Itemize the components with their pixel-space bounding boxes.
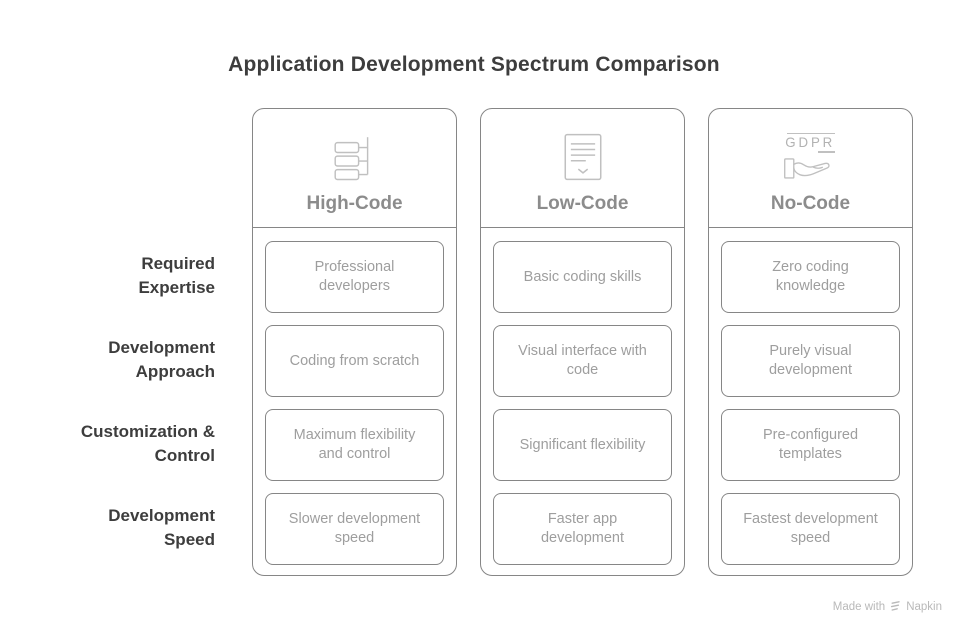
gdpr-sub-line <box>817 151 835 153</box>
page-title: Application Development Spectrum Compari… <box>228 53 720 76</box>
comparison-cell: Fastest development speed <box>721 493 900 565</box>
row-label-development-approach: Development Approach <box>108 338 215 381</box>
cell-text: Purely visual development <box>768 343 853 378</box>
column-cells: Professional developers Coding from scra… <box>253 228 456 577</box>
comparison-cell: Coding from scratch <box>265 325 444 397</box>
cell-text: Pre-configured templates <box>762 427 859 462</box>
cell-text: Fastest development speed <box>743 511 878 546</box>
attribution-brand: Napkin <box>906 600 942 613</box>
cell-text: Coding from scratch <box>289 352 420 369</box>
comparison-cell: Purely visual development <box>721 325 900 397</box>
comparison-cell: Zero coding knowledge <box>721 241 900 313</box>
document-form-icon <box>555 125 611 189</box>
column-card-no-code: GDPR No-Code Zero coding knowledge Purel… <box>708 108 913 576</box>
comparison-cell: Professional developers <box>265 241 444 313</box>
cell-text: Zero coding knowledge <box>772 259 849 294</box>
cell-text: Faster app development <box>540 511 625 546</box>
column-title-low-code: Low-Code <box>536 193 629 214</box>
comparison-cell: Basic coding skills <box>493 241 672 313</box>
cell-text: Visual interface with code <box>518 343 647 378</box>
gdpr-top-line <box>786 132 835 134</box>
column-header: High-Code <box>253 109 456 228</box>
cell-text: Slower development speed <box>288 511 421 546</box>
column-cells: Zero coding knowledge Purely visual deve… <box>709 228 912 577</box>
cell-text: Professional developers <box>314 259 395 294</box>
gdpr-label: GDPR <box>785 134 836 150</box>
row-label-required-expertise: Required Expertise <box>138 254 215 297</box>
hand-icon <box>783 157 830 179</box>
column-cells: Basic coding skills Visual interface wit… <box>481 228 684 577</box>
column-card-low-code: Low-Code Basic coding skills Visual inte… <box>480 108 685 576</box>
column-title-no-code: No-Code <box>770 193 851 214</box>
cell-text: Significant flexibility <box>519 436 646 453</box>
gdpr-hand-icon: GDPR <box>782 125 840 189</box>
comparison-cell: Maximum flexibility and control <box>265 409 444 481</box>
row-label-customization-control: Customization & Control <box>80 422 215 465</box>
napkin-logo-icon <box>891 601 900 611</box>
attribution: Made with Napkin <box>833 600 942 613</box>
row-label-development-speed: Development Speed <box>108 506 215 549</box>
column-title-high-code: High-Code <box>306 193 403 214</box>
cell-text: Maximum flexibility and control <box>293 427 416 462</box>
comparison-cell: Pre-configured templates <box>721 409 900 481</box>
column-header: GDPR No-Code <box>709 109 912 228</box>
attribution-prefix: Made with <box>832 600 886 613</box>
column-header: Low-Code <box>481 109 684 228</box>
comparison-cell: Faster app development <box>493 493 672 565</box>
column-card-high-code: High-Code Professional developers Coding… <box>252 108 457 576</box>
tree-structure-icon <box>328 125 382 189</box>
comparison-cell: Slower development speed <box>265 493 444 565</box>
comparison-cell: Significant flexibility <box>493 409 672 481</box>
cell-text: Basic coding skills <box>523 268 642 285</box>
comparison-cell: Visual interface with code <box>493 325 672 397</box>
